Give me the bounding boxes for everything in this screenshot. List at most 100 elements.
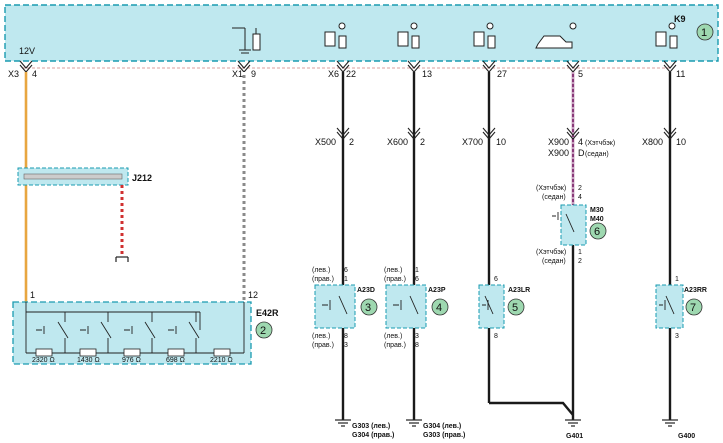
- a23p-top-note-1: (лев.): [384, 267, 402, 274]
- door-lamp-icon-1: [324, 22, 347, 49]
- relay-ground-icon: [115, 256, 129, 262]
- switch-a23rr: [655, 284, 684, 329]
- ground-g304-2: G304 (лев.): [423, 423, 461, 430]
- callout-1-label: 1: [701, 27, 707, 39]
- x3-label: X3: [8, 69, 19, 79]
- a23lr-top-pin: 6: [494, 276, 498, 283]
- a23d-top-pin-1: 6: [344, 267, 348, 274]
- module-k9-box: [4, 4, 719, 62]
- a23p-bottom-pin-2: 8: [415, 342, 419, 349]
- switch-a23p: [385, 284, 427, 329]
- a23rr-bottom-pin: 3: [675, 333, 679, 340]
- callout-6: [589, 222, 607, 240]
- x500-pin: 2: [349, 137, 354, 147]
- callout-3: [360, 298, 378, 316]
- module-k9-label: K9: [674, 14, 686, 24]
- a23lr-label: A23LR: [508, 287, 530, 294]
- ground-icons: [335, 419, 678, 427]
- wire-a23lr-ground: [489, 401, 574, 416]
- top-pin-13: 13: [422, 69, 432, 79]
- ground-g401: G401: [566, 433, 583, 440]
- callout-2-label: 2: [260, 325, 266, 337]
- a23rr-label: A23RR: [684, 287, 707, 294]
- e42r-label: E42R: [256, 308, 279, 318]
- callout-7: [685, 298, 703, 316]
- a23d-label: A23D: [357, 287, 375, 294]
- switch-a23p-symbol: [393, 295, 419, 315]
- resistor-value-5: 2210 Ω: [210, 357, 233, 364]
- x6-label: X6: [328, 69, 339, 79]
- trunk-top-note-2: (седан): [542, 194, 566, 201]
- x1-pin: 9: [251, 69, 256, 79]
- ground-g303-1: G303 (лев.): [352, 423, 390, 430]
- x900-pin-1: 4: [578, 137, 583, 147]
- a23d-top-note-1: (лев.): [312, 267, 330, 274]
- resistor-value-4: 698 Ω: [166, 357, 185, 364]
- switch-m30-symbol: [552, 212, 575, 233]
- resistor-value-2: 1430 Ω: [77, 357, 100, 364]
- e42r-pin-right: 12: [248, 290, 258, 300]
- a23p-bottom-note-2: (прав.): [384, 342, 406, 349]
- a23rr-top-pin: 1: [675, 276, 679, 283]
- x900-label-1: X900: [548, 137, 569, 147]
- top-pin-27: 27: [497, 69, 507, 79]
- callout-2: [255, 321, 273, 339]
- callout-6-label: 6: [594, 226, 600, 238]
- a23d-bottom-pin-2: 3: [344, 342, 348, 349]
- trunk-top-pin-2: 4: [578, 194, 582, 201]
- connector-chevrons-mid: [336, 127, 677, 140]
- switch-a23d: [314, 284, 356, 329]
- trunk-bottom-pin-1: 1: [578, 249, 582, 256]
- trunk-bottom-pin-2: 2: [578, 258, 582, 265]
- top-pin-5: 5: [578, 69, 583, 79]
- callout-4-label: 4: [436, 302, 442, 314]
- x800-pin: 10: [676, 137, 686, 147]
- x900-note-1: (Хэтчбэк): [585, 139, 615, 147]
- a23p-top-note-2: (прав.): [384, 276, 406, 283]
- switch-a23rr-symbol: [659, 295, 675, 315]
- ground-symbol-icon: [232, 27, 261, 54]
- switch-a23lr-symbol: [482, 295, 494, 315]
- car-trunk-icon: [535, 22, 577, 49]
- door-lamp-icon-3: [473, 22, 496, 49]
- trunk-top-note-1: (Хэтчбэк): [536, 184, 566, 192]
- switch-m30-m40: [560, 204, 587, 246]
- callout-5-label: 5: [512, 302, 518, 314]
- x800-label: X800: [642, 137, 663, 147]
- trunk-bottom-note-1: (Хэтчбэк): [536, 248, 566, 256]
- callout-1: [696, 23, 714, 41]
- callout-7-label: 7: [690, 302, 696, 314]
- e42r-pin-left: 1: [30, 290, 35, 300]
- top-pin-11: 11: [676, 69, 685, 79]
- x500-label: X500: [315, 137, 336, 147]
- door-lamp-icon-2: [397, 22, 420, 49]
- resistor-value-1: 2320 Ω: [32, 357, 55, 364]
- resistor-value-3: 976 Ω: [122, 357, 141, 364]
- relay-j212-bar: [23, 173, 123, 180]
- callout-4: [431, 298, 449, 316]
- a23p-label: A23P: [428, 287, 446, 294]
- a23lr-bottom-pin: 8: [494, 333, 498, 340]
- a23d-top-note-2: (прав.): [312, 276, 334, 283]
- ground-g400: G400: [678, 433, 695, 440]
- a23d-top-pin-2: 1: [344, 276, 348, 283]
- x600-pin: 2: [420, 137, 425, 147]
- a23d-bottom-note-2: (прав.): [312, 342, 334, 349]
- a23d-bottom-note-1: (лев.): [312, 333, 330, 340]
- x700-label: X700: [462, 137, 483, 147]
- a23p-bottom-note-1: (лев.): [384, 333, 402, 340]
- trunk-top-pin-1: 2: [578, 185, 582, 192]
- x700-pin: 10: [496, 137, 506, 147]
- x3-pin: 4: [32, 69, 37, 79]
- ground-g304-1: G304 (прав.): [352, 432, 394, 439]
- door-lamp-icon-4: [655, 22, 678, 49]
- x900-note-2: (седан): [585, 151, 609, 158]
- switch-a23d-symbol: [322, 295, 348, 315]
- x1-label: X1: [232, 69, 243, 79]
- e42r-resistors: [35, 348, 231, 357]
- switch-a23lr: [478, 284, 505, 329]
- a23p-bottom-pin-1: 3: [415, 333, 419, 340]
- callout-5: [507, 298, 525, 316]
- x6-pin: 22: [346, 69, 356, 79]
- a23d-bottom-pin-1: 8: [344, 333, 348, 340]
